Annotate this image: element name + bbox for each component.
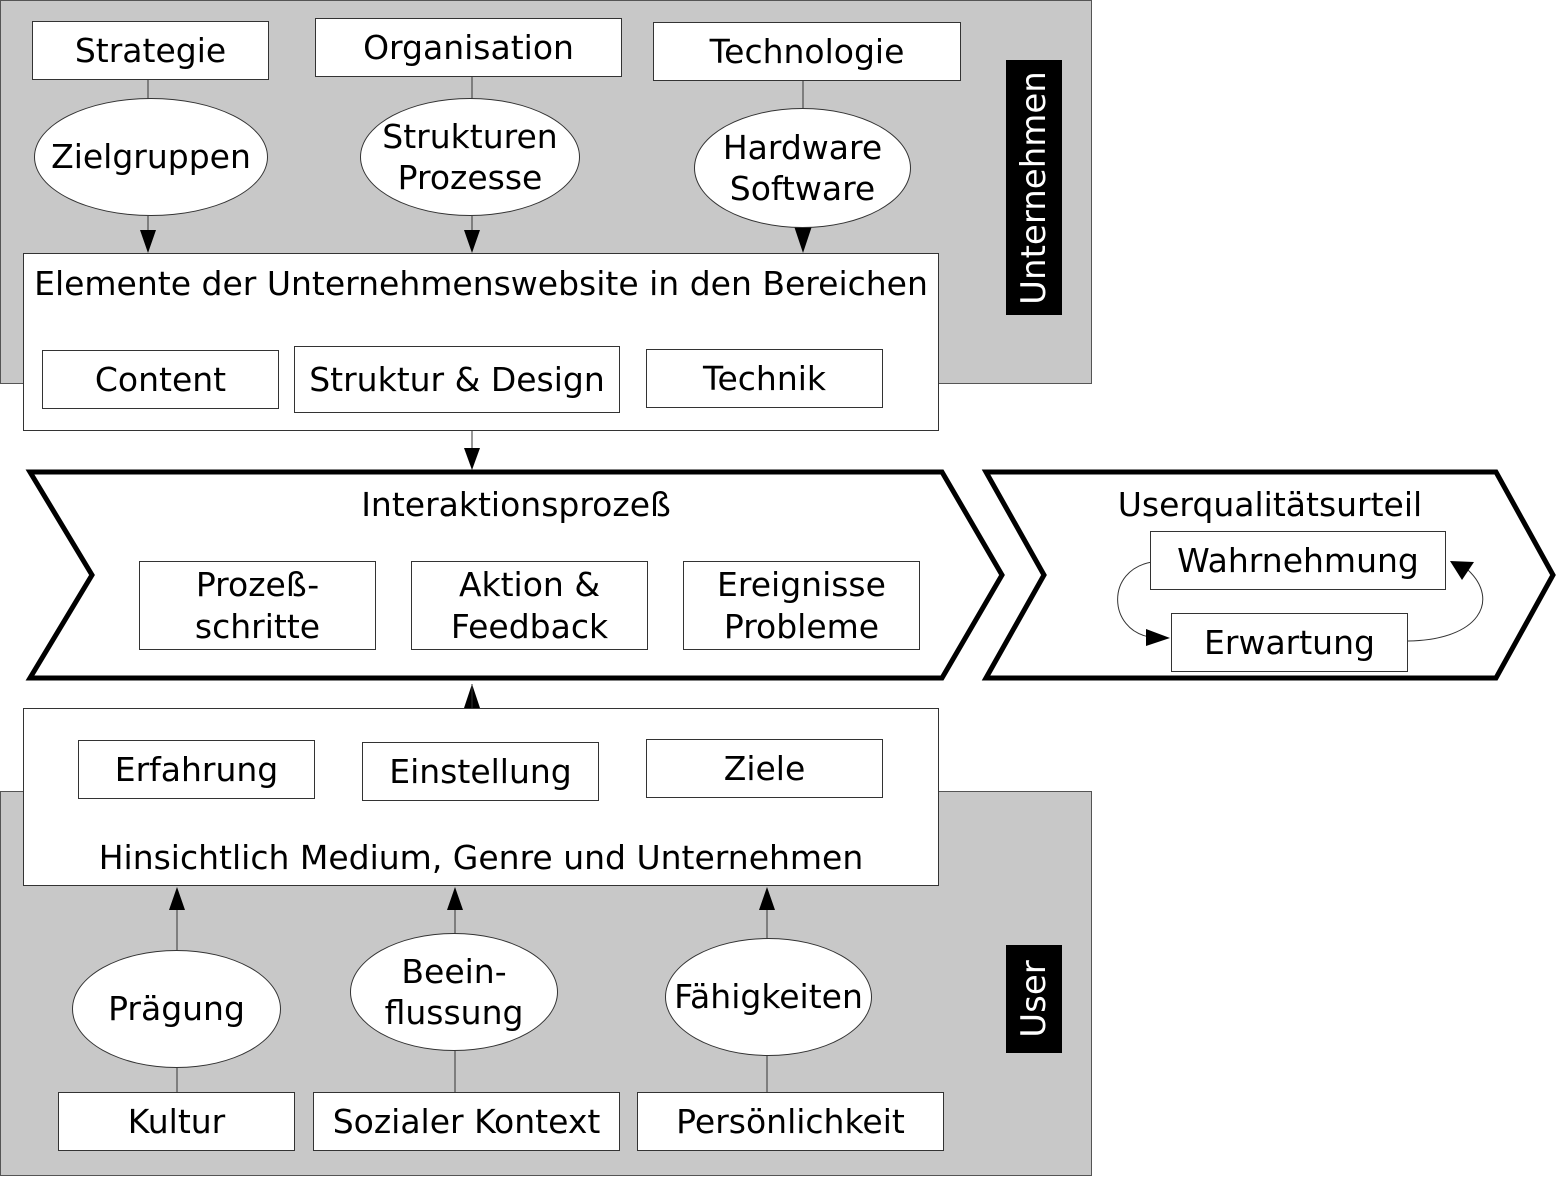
expectation-label: Erwartung <box>1204 622 1375 662</box>
interaction-item-label: Aktion & <box>458 565 601 605</box>
factor-label: Beein- <box>401 951 507 991</box>
area-content: Content <box>42 350 279 409</box>
factor-faehigkeiten: Fähigkeiten <box>665 938 872 1056</box>
source-kultur: Kultur <box>58 1092 295 1151</box>
interaction-item-label: Prozeß- <box>195 565 320 605</box>
factor-label: Zielgruppen <box>51 137 251 177</box>
arrow-head <box>464 448 480 470</box>
attitude-ziele: Ziele <box>646 739 883 798</box>
website-elements-title: Elemente der Unternehmenswebsite in den … <box>34 264 928 303</box>
interaction-item-aktion-feedback: Aktion &Feedback <box>411 561 648 650</box>
user-zone-label-text: User <box>1014 960 1054 1038</box>
interaction-item-label: Feedback <box>450 606 609 646</box>
source-label: Technologie <box>709 31 905 71</box>
attitude-erfahrung: Erfahrung <box>78 740 315 799</box>
source-label: Strategie <box>74 30 227 70</box>
factor-zielgruppen: Zielgruppen <box>34 98 268 216</box>
source-sozialer-kontext: Sozialer Kontext <box>313 1092 620 1151</box>
factor-label: Software <box>729 169 876 208</box>
arrow-head <box>1146 629 1170 646</box>
user-zone-label: User <box>1006 945 1062 1053</box>
source-label: Kultur <box>127 1101 226 1141</box>
area-struktur-design: Struktur & Design <box>294 346 620 413</box>
perception-label: Wahrnehmung <box>1177 540 1419 580</box>
arrow-head <box>1450 561 1474 580</box>
factor-label: Prägung <box>108 989 245 1029</box>
company-zone-label: Unternehmen <box>1006 60 1062 315</box>
interaction-title: Interaktionsprozeß <box>361 485 671 524</box>
attitude-label: Erfahrung <box>114 749 279 789</box>
source-label: Sozialer Kontext <box>332 1101 601 1141</box>
area-technik: Technik <box>646 349 883 408</box>
expectation-box: Erwartung <box>1171 613 1408 672</box>
attitude-einstellung: Einstellung <box>362 742 599 801</box>
arrow-head <box>464 684 480 708</box>
interaction-item-label: Probleme <box>723 606 880 646</box>
area-label: Technik <box>702 358 827 398</box>
source-strategie: Strategie <box>32 21 269 80</box>
area-label: Content <box>94 359 227 399</box>
factor-label: Strukturen <box>382 116 558 156</box>
factor-beeinflussung: Beein-flussung <box>350 933 558 1051</box>
company-zone-label-text: Unternehmen <box>1014 70 1055 305</box>
factor-label: Fähigkeiten <box>674 977 863 1017</box>
source-label: Persönlichkeit <box>676 1101 905 1141</box>
perception-box: Wahrnehmung <box>1150 531 1446 590</box>
source-persoenlichkeit: Persönlichkeit <box>637 1092 944 1151</box>
interaction-item-prozessschritte: Prozeß-schritte <box>139 561 376 650</box>
factor-praegung: Prägung <box>72 950 281 1068</box>
factor-label: Prozesse <box>397 158 543 197</box>
factor-label: flussung <box>384 993 524 1032</box>
loop-arrow-left <box>1117 561 1153 638</box>
attitudes-caption: Hinsichtlich Medium, Genre und Unternehm… <box>98 838 864 877</box>
judgement-title: Userqualitätsurteil <box>1117 485 1423 524</box>
interaction-item-label: schritte <box>194 606 321 646</box>
source-label: Organisation <box>363 27 574 67</box>
attitude-label: Ziele <box>723 748 806 788</box>
source-technologie: Technologie <box>653 22 961 81</box>
factor-label: Hardware <box>722 127 883 167</box>
interaction-item-label: Ereignisse <box>717 565 886 605</box>
attitude-label: Einstellung <box>389 751 572 791</box>
area-label: Struktur & Design <box>309 359 605 399</box>
source-organisation: Organisation <box>315 18 622 77</box>
